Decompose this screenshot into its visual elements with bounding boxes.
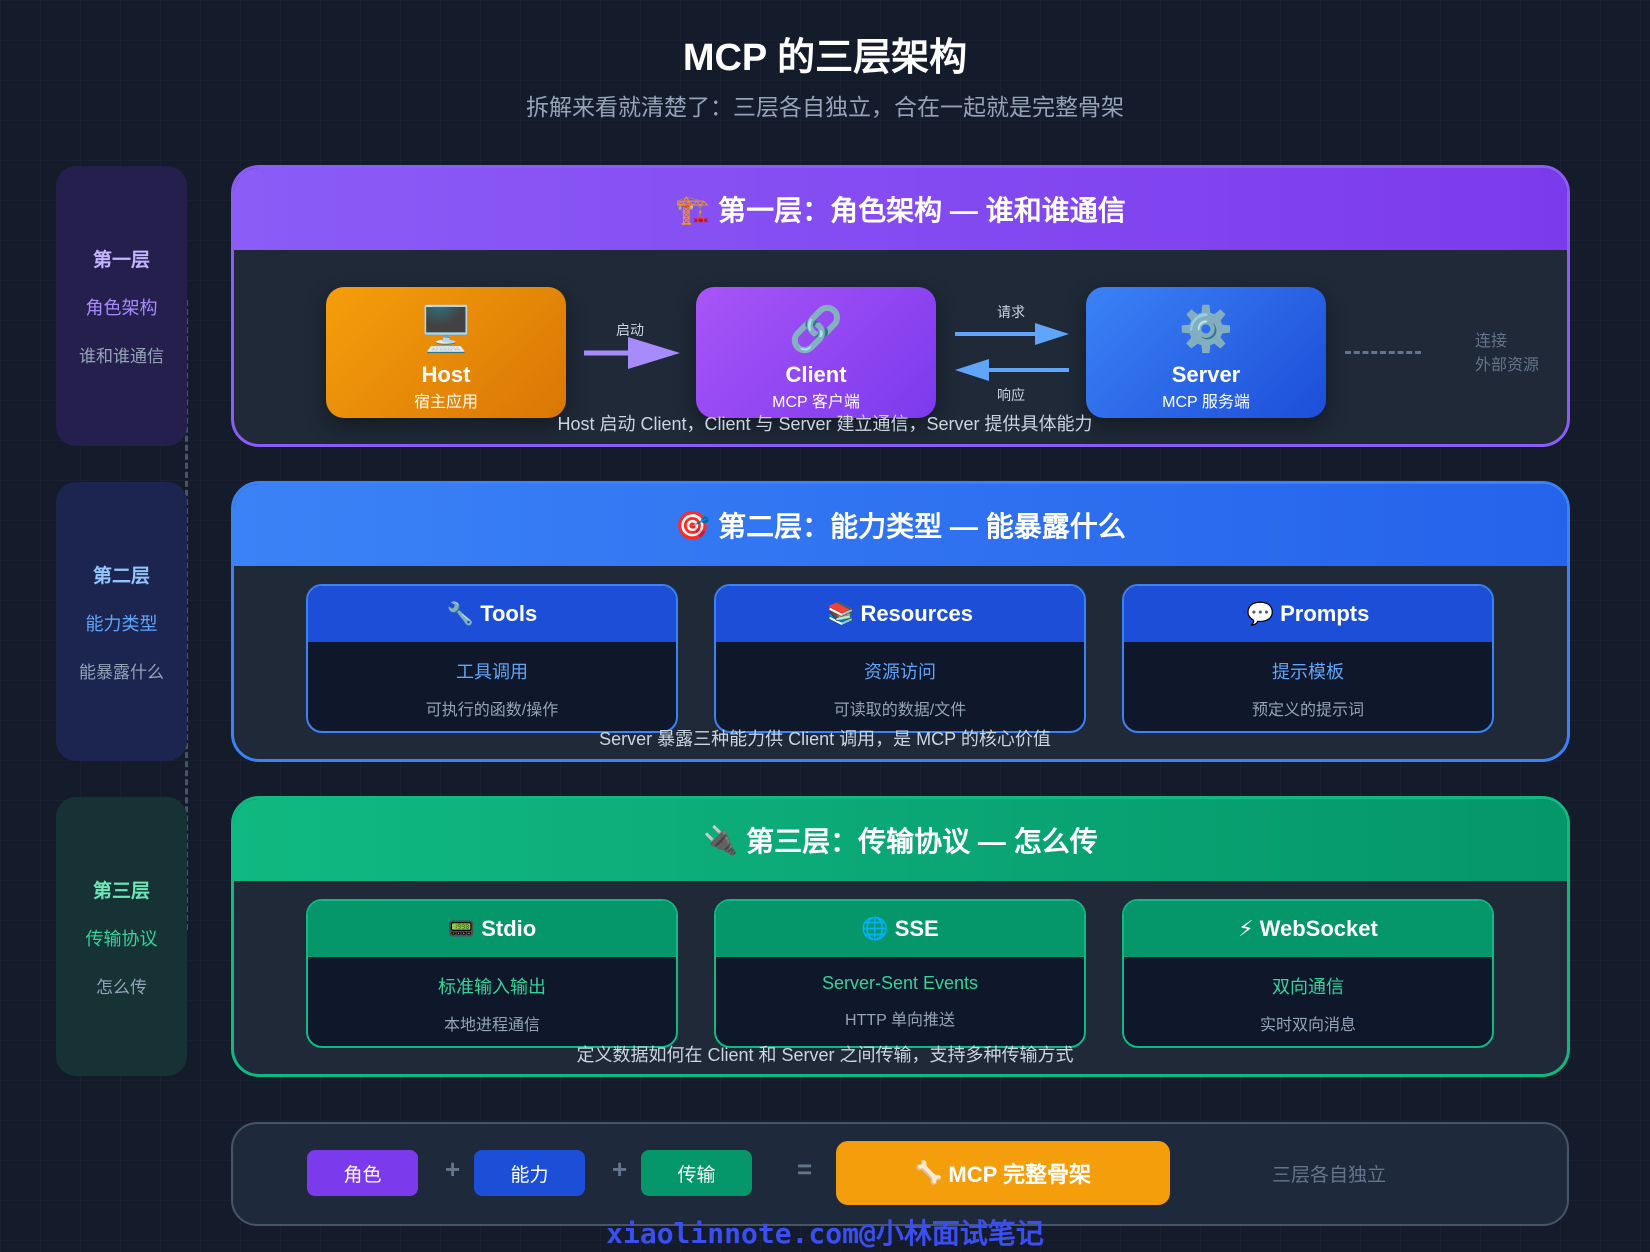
arrow-start-label: 启动 (616, 322, 644, 338)
role-pill: 角色 (307, 1150, 418, 1196)
card-header: 🌐SSE (716, 901, 1084, 957)
side-title: 第一层 (92, 250, 150, 271)
side-desc: 谁和谁通信 (79, 347, 164, 366)
layer1-title: 第一层：角色架构 — 谁和谁通信 (718, 195, 1126, 226)
layer1-caption: Host 启动 Client，Client 与 Server 建立通信，Serv… (557, 414, 1093, 434)
client-node: 🔗 Client MCP 客户端 (696, 287, 936, 418)
target-icon: 🎯 (675, 509, 711, 541)
layer2-caption: Server 暴露三种能力供 Client 调用，是 MCP 的核心价值 (599, 729, 1051, 749)
side-desc: 能暴露什么 (79, 662, 164, 682)
side-label-layer2: 第二层 能力类型 能暴露什么 (56, 482, 187, 761)
gear-icon: ⚙️ (1178, 305, 1234, 354)
host-node: 🖥️ Host 宿主应用 (326, 287, 566, 418)
lightning-icon: ⚡ (1238, 916, 1254, 941)
layer3-title: 第三层：传输协议 — 怎么传 (746, 826, 1098, 857)
layer3-header: 🔌 第三层：传输协议 — 怎么传 (234, 799, 1567, 881)
tools-card: 🔧Tools 工具调用 可执行的函数/操作 (306, 584, 678, 733)
card-title: Resources (860, 601, 973, 626)
card-main: 资源访问 (864, 662, 936, 682)
node-name: Host (421, 362, 471, 387)
side-label-layer3: 第三层 传输协议 怎么传 (56, 797, 187, 1076)
card-desc: 可读取的数据/文件 (833, 702, 967, 719)
sse-card: 🌐SSE Server-Sent Events HTTP 单向推送 (714, 899, 1086, 1048)
capability-pill: 能力 (474, 1150, 585, 1196)
watermark: xiaolinnote.com@小林面试笔记 (606, 1217, 1044, 1250)
link-icon: 🔗 (788, 305, 844, 354)
card-title: WebSocket (1259, 916, 1378, 941)
card-header: ⚡WebSocket (1124, 901, 1492, 957)
side-name: 角色架构 (85, 298, 158, 318)
page-subtitle: 拆解来看就清楚了：三层各自独立，合在一起就是完整骨架 (526, 94, 1124, 120)
node-name: Server (1171, 362, 1241, 387)
websocket-card: ⚡WebSocket 双向通信 实时双向消息 (1122, 899, 1494, 1048)
prompts-card: 💬Prompts 提示模板 预定义的提示词 (1122, 584, 1494, 733)
side-name: 传输协议 (85, 928, 158, 949)
side-title: 第二层 (92, 565, 150, 587)
arrow-response-label: 响应 (997, 387, 1025, 403)
card-header: 💬Prompts (1124, 586, 1492, 642)
card-desc: 预定义的提示词 (1251, 702, 1364, 719)
response-arrow-icon (955, 359, 1069, 381)
side-name: 能力类型 (85, 613, 158, 634)
formula-note: 三层各自独立 (1272, 1165, 1387, 1186)
card-desc: HTTP 单向推送 (845, 1012, 955, 1029)
request-arrow-icon (955, 323, 1069, 345)
node-sub: 宿主应用 (413, 394, 478, 411)
pager-icon: 📟 (447, 916, 476, 941)
layer2-title: 第二层：能力类型 — 能暴露什么 (718, 511, 1126, 542)
external-resources-label: 连接 外部资源 (1475, 330, 1539, 378)
card-main: 提示模板 (1272, 662, 1344, 682)
layer1-header: 🏗️ 第一层：角色架构 — 谁和谁通信 (234, 168, 1567, 250)
page-title: MCP 的三层架构 (682, 37, 968, 79)
equals-sign: = (797, 1154, 813, 1184)
side-title: 第三层 (92, 880, 150, 902)
card-title: SSE (894, 916, 939, 941)
stdio-card: 📟Stdio 标准输入输出 本地进程通信 (306, 899, 678, 1048)
bone-icon: 🦴 (914, 1160, 943, 1185)
card-main: Server-Sent Events (821, 973, 979, 993)
computer-icon: 🖥️ (418, 305, 474, 354)
side-desc: 怎么传 (96, 977, 147, 997)
external-line: 连接 (1475, 333, 1508, 350)
card-main: 双向通信 (1272, 977, 1344, 997)
card-desc: 本地进程通信 (443, 1017, 540, 1034)
books-icon: 📚 (827, 601, 855, 626)
layer2-header: 🎯 第二层：能力类型 — 能暴露什么 (234, 484, 1567, 566)
external-dashed-line (1345, 351, 1421, 354)
node-name: Client (785, 362, 847, 387)
card-main: 标准输入输出 (438, 977, 546, 997)
resources-card: 📚Resources 资源访问 可读取的数据/文件 (714, 584, 1086, 733)
card-header: 📚Resources (716, 586, 1084, 642)
card-title: Tools (480, 601, 538, 626)
card-header: 🔧Tools (308, 586, 676, 642)
card-title: Prompts (1280, 601, 1370, 626)
start-arrow-icon (584, 337, 680, 369)
layer3-caption: 定义数据如何在 Client 和 Server 之间传输，支持多种传输方式 (576, 1045, 1074, 1065)
card-main: 工具调用 (456, 662, 528, 682)
card-title: Stdio (481, 916, 537, 941)
wrench-icon: 🔧 (446, 601, 475, 626)
mcp-skeleton-result: 🦴 MCP 完整骨架 (836, 1141, 1170, 1205)
speech-bubble-icon: 💬 (1246, 601, 1275, 626)
server-node: ⚙️ Server MCP 服务端 (1086, 287, 1326, 418)
transport-pill: 传输 (641, 1150, 752, 1196)
side-label-layer1: 第一层 角色架构 谁和谁通信 (56, 166, 187, 446)
card-desc: 可执行的函数/操作 (425, 702, 559, 719)
result-label: MCP 完整骨架 (948, 1162, 1091, 1187)
node-sub: MCP 客户端 (772, 394, 860, 411)
node-sub: MCP 服务端 (1162, 394, 1250, 411)
arrow-request-label: 请求 (997, 304, 1025, 320)
crane-icon: 🏗️ (675, 193, 711, 225)
plus-sign: + (445, 1154, 461, 1184)
plug-icon: 🔌 (703, 824, 739, 856)
card-desc: 实时双向消息 (1259, 1017, 1356, 1034)
plus-sign: + (612, 1154, 628, 1184)
external-line: 外部资源 (1475, 357, 1540, 374)
card-header: 📟Stdio (308, 901, 676, 957)
globe-icon: 🌐 (861, 916, 889, 941)
